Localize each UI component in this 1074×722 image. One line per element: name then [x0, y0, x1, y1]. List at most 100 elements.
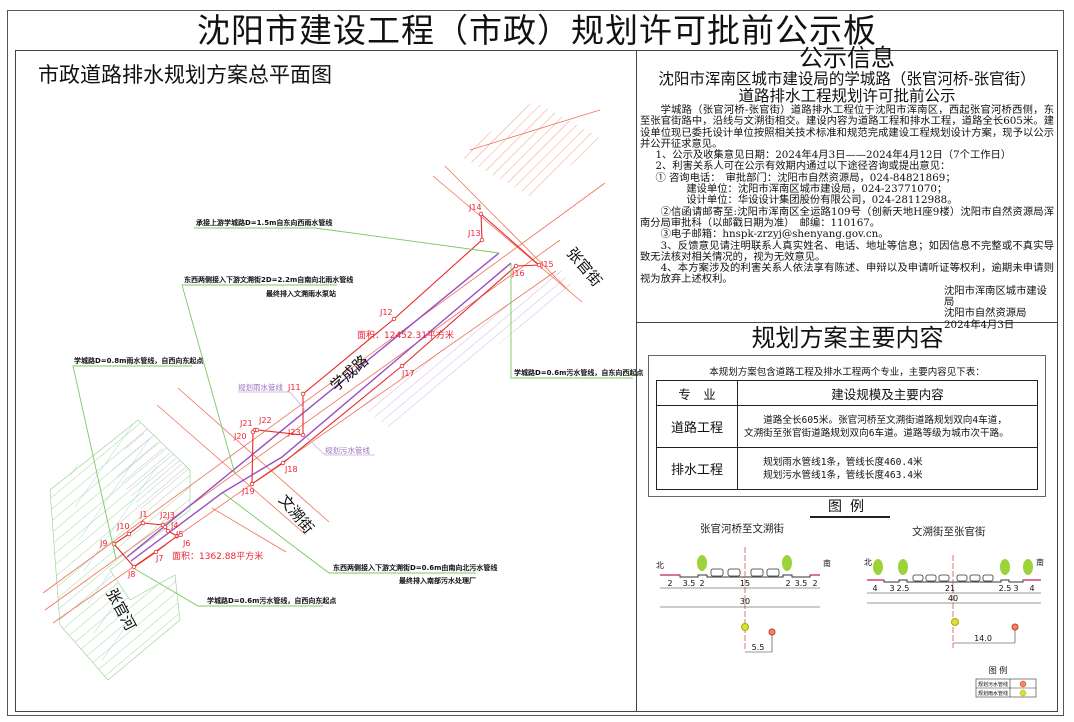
junction-marker [513, 263, 519, 269]
section-dimension: 21 [945, 584, 955, 593]
junction-marker [280, 460, 286, 466]
section-dimension: 2 [699, 579, 704, 588]
section-dimension: 3.5 [795, 579, 808, 588]
row-content-line: 规划污水管线1条，管线长度463.4米 [744, 469, 923, 481]
junction-label: J11 [287, 383, 301, 392]
junction-label: J4 [170, 521, 178, 530]
section-dimension: 3 [889, 584, 894, 593]
header-category: 专 业 [656, 380, 738, 406]
annotation-sewage-wensu: 东西两侧接入下游文溯街D=0.6m由南向北污水管线 [333, 563, 497, 572]
notice-item-3: 3、反馈意见请注明联系人真实姓名、电话、地址等信息；如因信息不完整或不真实导致无… [640, 239, 1054, 263]
junction-marker [399, 363, 405, 369]
legend-rain-label: 规划雨水管线 [978, 690, 1008, 697]
area-label-small: 面积：1362.88平方米 [172, 550, 263, 562]
block-purple-hatch-right [360, 270, 572, 430]
notice-phone-1: ① 咨询电话： 审批部门：沈阳市自然资源局，024-84821869； [655, 171, 956, 184]
junction-label: J23 [287, 428, 301, 437]
section1-offset: 5.5 [752, 643, 765, 652]
public-notice: 公示信息 沈阳市浑南区城市建设局的学城路（张官河桥-张官街） 道路排水工程规划许… [640, 44, 1054, 331]
junction-label: J10 [116, 522, 130, 531]
junction-label: J14 [468, 203, 482, 212]
plan-title: 规划方案主要内容 [751, 324, 944, 352]
section2-title: 文溯街至张官街 [912, 525, 986, 538]
annotation-leaders [72, 227, 633, 607]
plan-table: 专 业 建设规模及主要内容 道路工程 道路全长605米。张官河桥至文溯街道路规划… [656, 380, 1038, 490]
legend-sewage-swatch [1019, 680, 1027, 688]
notice-email: ③电子邮箱：hnspk-zrzyj@shenyang.gov.cn。 [660, 228, 889, 241]
junction-label: J18 [284, 465, 298, 474]
table-header-row: 专 业 建设规模及主要内容 [656, 380, 1038, 406]
row-content: 规划雨水管线1条，管线长度460.4米 规划污水管线1条，管线长度463.4米 [737, 447, 1038, 490]
junction-marker [254, 427, 260, 433]
junction-label: J17 [401, 369, 415, 378]
annotation-rain-wensu-2: 最终排入文溯雨水泵站 [266, 289, 336, 298]
junction-marker [391, 316, 397, 322]
junction-marker [174, 533, 180, 539]
notice-signer-2: 沈阳市自然资源局 [944, 307, 1027, 320]
legend-sewage-label: 规划污水管线 [978, 681, 1008, 688]
junction-label: J1 [139, 510, 147, 519]
table-row: 道路工程 道路全长605米。张官河桥至文溯街道路规划双向4车道，文溯街至张官街道… [656, 405, 1038, 448]
row-category: 排水工程 [656, 447, 738, 490]
board-outer-frame [7, 10, 1064, 716]
section1-title: 张官河桥至文溯街 [700, 522, 784, 535]
junction-marker [153, 549, 159, 555]
row-content-line: 道路全长605米。张官河桥至文溯街道路规划双向4车道， [744, 414, 1007, 426]
section1-total: 30 [740, 597, 750, 606]
road-centerline-north [126, 252, 500, 558]
annotation-rain-wensu: 东西两侧接入下游文溯街2D=2.2m自南向北雨水管线 [184, 275, 353, 284]
junction-label: J15 [540, 260, 554, 269]
junction-label: J2J3 [159, 511, 175, 520]
notice-date: 2024年4月3日 [944, 318, 1015, 331]
sewage-pipe-leader [304, 435, 375, 456]
notice-item-4: 4、本方案涉及的利害关系人依法享有陈述、申辩以及申请听证等权利，逾期未申请则视为… [640, 262, 1054, 286]
rain-pipe-label: 规划雨水管线 [238, 382, 283, 392]
block-purple-hatch-left [112, 428, 190, 510]
section-dimension: 4 [872, 584, 877, 593]
notice-intro: 学城路（张官河桥-张官街）道路排水工程位于沈阳市浑南区，西起张官河桥西侧，东至张… [640, 104, 1054, 150]
road-edges [42, 109, 606, 624]
notice-phone-2: 建设单位：沈阳市浑南区城市建设局，024-23771070； [686, 183, 948, 196]
junction-marker [162, 524, 168, 530]
section1-north: 北 [656, 561, 664, 570]
notice-signer-1: 沈阳市浑南区城市建设局 [944, 284, 1047, 309]
map-title: 市政道路排水规划方案总平面图 [38, 63, 332, 87]
junction-marker [479, 237, 485, 243]
notice-subtitle-1: 沈阳市浑南区城市建设局的学城路（张官河桥-张官街） [658, 70, 1036, 88]
section1-south: 南 [823, 558, 831, 568]
junction-marker [249, 481, 255, 487]
notice-item-1: 1、公示及收集意见日期：2024年4月3日——2024年4月12日（7个工作日） [655, 149, 1012, 162]
section-dimension: 2 [812, 579, 817, 588]
notice-subtitle-2: 道路排水工程规划许可批前公示 [738, 87, 956, 105]
notice-mail: ②信函请邮寄至:沈阳市浑南区全运路109号（创新天地H座9楼）沈阳市自然资源局浑… [640, 205, 1054, 229]
annotation-rain-upstream: 承接上游学城路D=1.5m自东向西雨水管线 [196, 218, 332, 227]
section-dimension: 15 [740, 579, 750, 588]
row-content-line: 文溯街至张官街道路规划双向6车道。道路等级为城市次干路。 [744, 427, 1009, 439]
boundary-polygon-large [251, 212, 541, 486]
junction-marker [300, 432, 306, 438]
annotation-sewage-east-start: 学城路D=0.6m污水管线，自东向西起点 [514, 368, 643, 377]
junction-marker [131, 564, 137, 570]
junction-label: J5 [175, 530, 183, 539]
sewage-pipe-label: 规划污水管线 [325, 445, 370, 455]
junction-label: J20 [233, 432, 247, 441]
plan-box [648, 355, 1046, 497]
notice-title: 公示信息 [799, 44, 895, 72]
section2-offset: 14.0 [974, 634, 992, 643]
table-row: 排水工程 规划雨水管线1条，管线长度460.4米 规划污水管线1条，管线长度46… [656, 447, 1038, 490]
panel-divider-horizontal [636, 322, 1058, 323]
notice-phone-3: 设计单位：华设设计集团股份有限公司，024-28112988。 [686, 194, 958, 207]
road-label-xuecheng: 学成路 [327, 351, 372, 394]
section2-total: 40 [948, 594, 958, 603]
junction-label: J13 [467, 229, 481, 238]
section2-south: 南 [1036, 557, 1044, 567]
board-inner-frame [15, 50, 1058, 712]
junction-label: J8 [127, 570, 135, 579]
header-content: 建设规模及主要内容 [737, 380, 1038, 406]
annotation-sewage-west-start: 学城路D=0.6m污水管线，自西向东起点 [207, 596, 336, 605]
junction-label: J9 [99, 539, 107, 548]
junction-label: J22 [258, 416, 272, 425]
